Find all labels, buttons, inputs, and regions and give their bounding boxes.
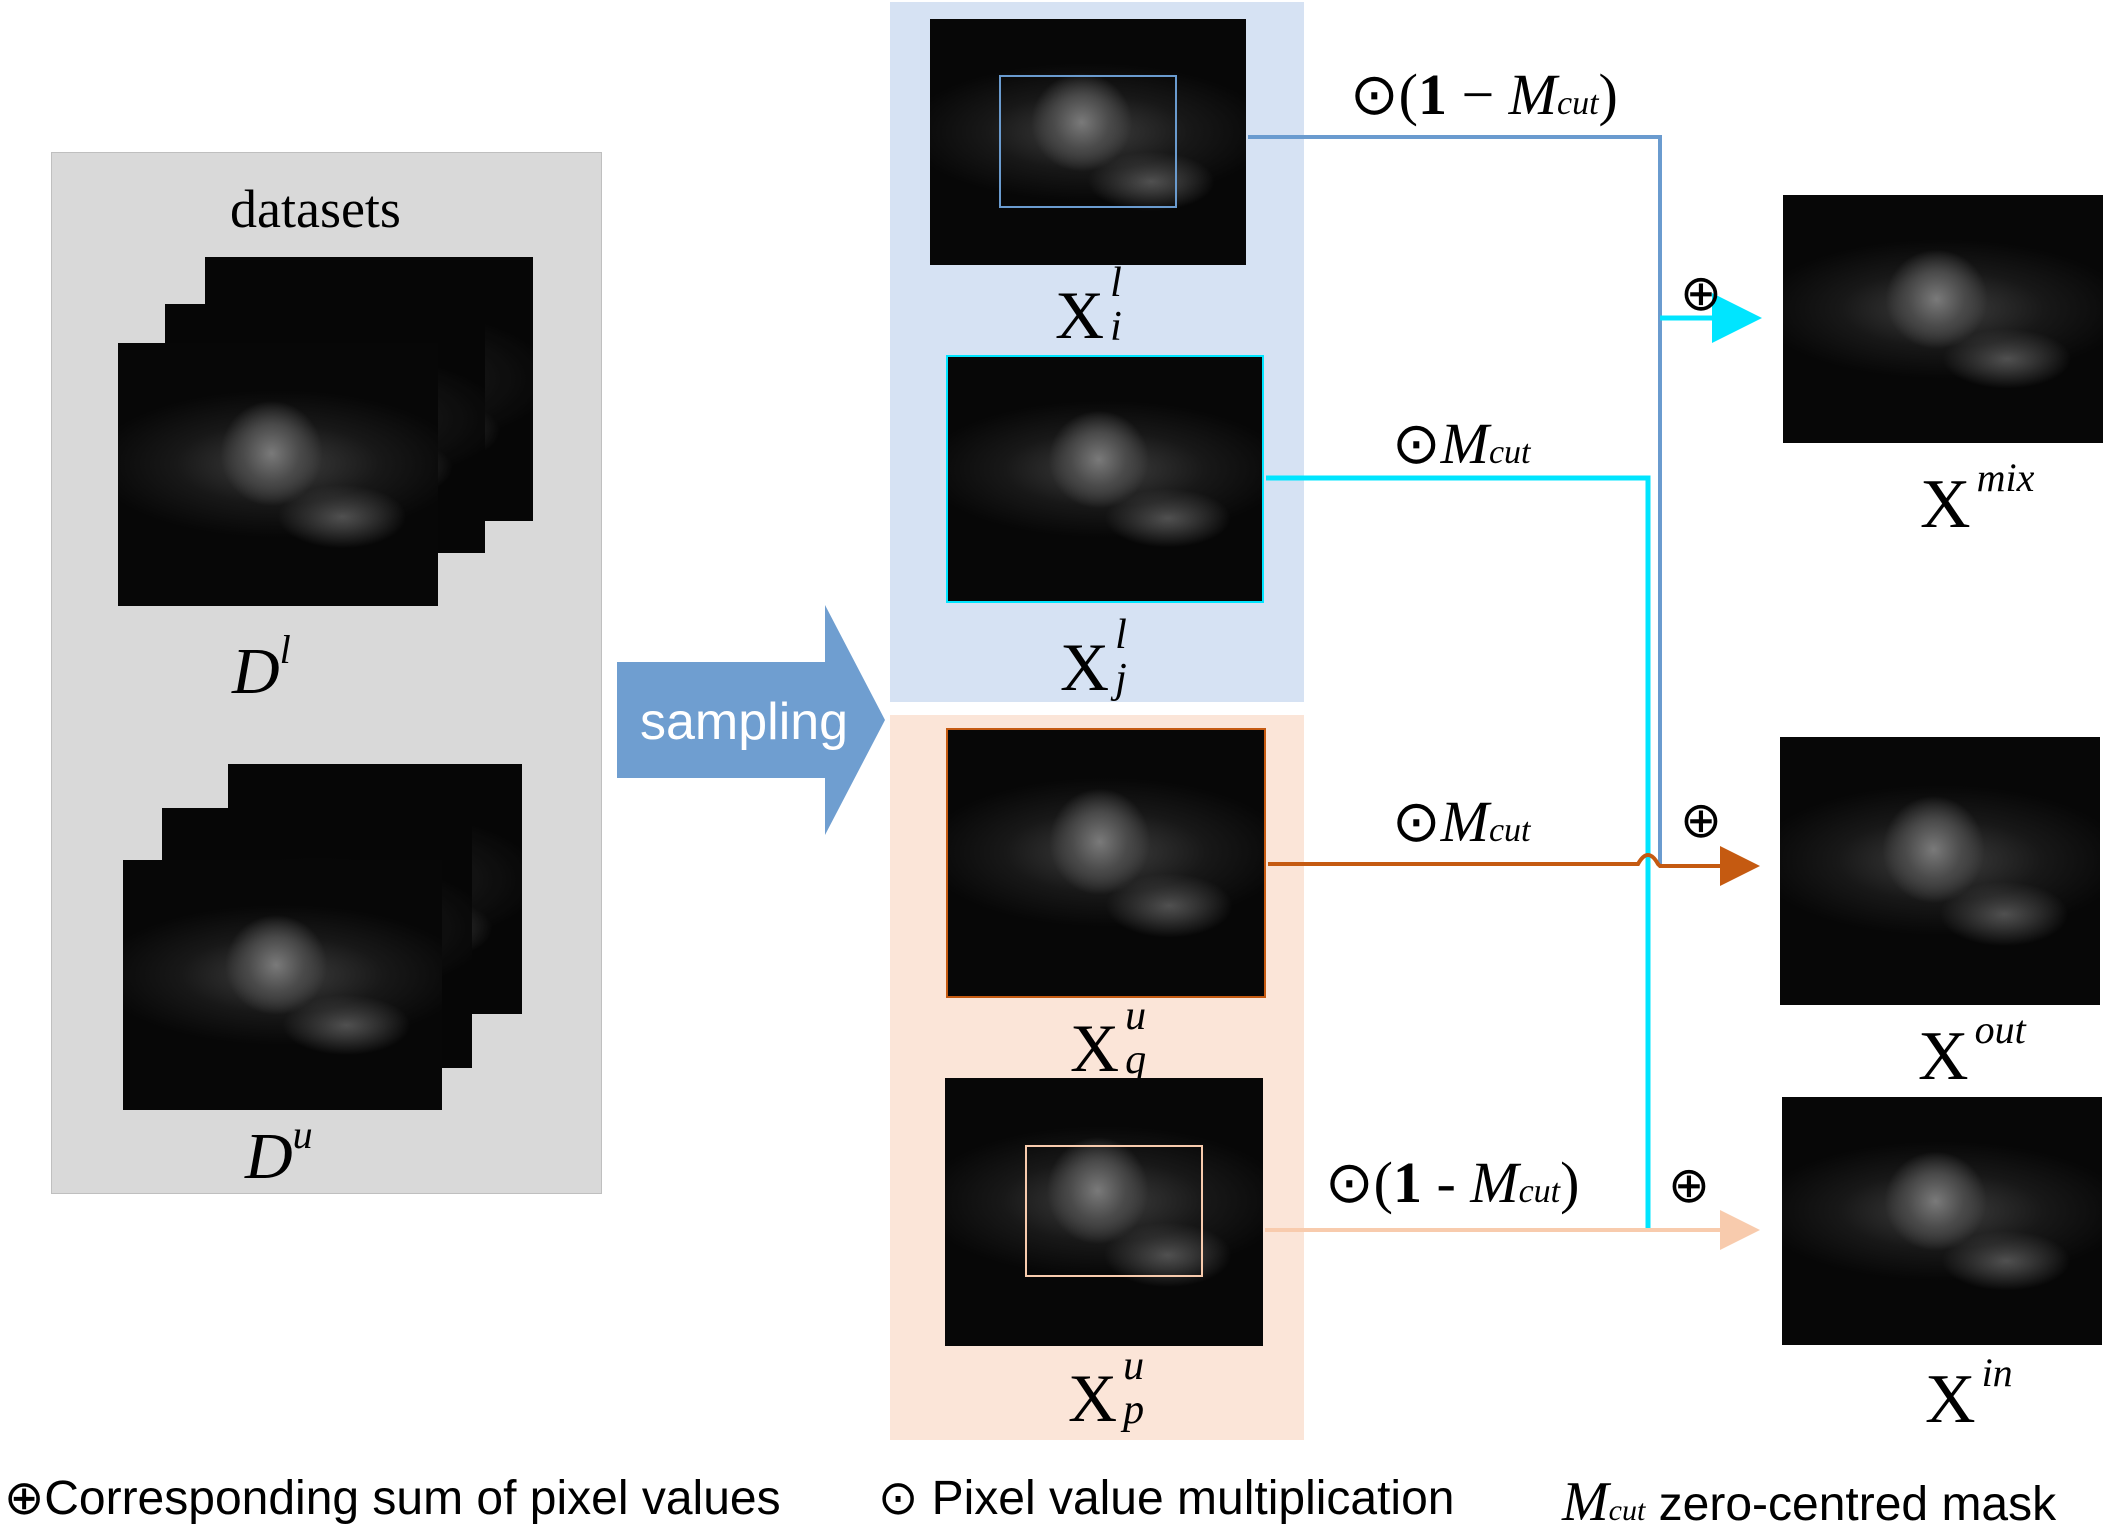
image-X-j-l (946, 355, 1264, 603)
image-X-p-u (945, 1078, 1263, 1346)
op-label-1: ⊙(1 − Mcut) (1350, 62, 1618, 127)
multiply-icon: ⊙ (878, 1470, 919, 1526)
plus-symbol-in: ⊕ (1668, 1157, 1710, 1213)
legend-multiplication: ⊙ Pixel value multiplication (878, 1470, 1455, 1526)
sampling-label: sampling (640, 693, 849, 751)
sampling-arrow (617, 605, 885, 835)
image-X-q-u (946, 728, 1266, 998)
unlabeled-dataset-image-front (123, 860, 442, 1110)
image-X-i-l (930, 19, 1246, 265)
line-X-i-l (1248, 135, 1662, 866)
mask-region-box (999, 75, 1177, 208)
label-D-l: Dl (232, 627, 291, 708)
legend-sum: ⊕Corresponding sum of pixel values (4, 1470, 781, 1526)
label-D-u: Du (245, 1112, 313, 1193)
arrow-to-X-out (1268, 846, 1760, 886)
mask-region-box (1025, 1145, 1203, 1277)
image-X-out (1780, 737, 2100, 1005)
op-label-4: ⊙(1 - Mcut) (1325, 1150, 1580, 1215)
image-X-in (1782, 1097, 2102, 1345)
plus-symbol-out: ⊕ (1680, 792, 1722, 848)
sum-icon: ⊕ (4, 1470, 45, 1526)
image-X-mix (1783, 195, 2103, 443)
legend-mask: Mcut zero-centred mask (1562, 1471, 2057, 1533)
plus-symbol-mix: ⊕ (1680, 265, 1722, 321)
line-X-j-l (1266, 475, 1651, 1230)
labeled-dataset-image-front (118, 343, 438, 606)
datasets-title: datasets (230, 179, 401, 239)
op-label-3: ⊙Mcut (1392, 789, 1531, 854)
op-label-2: ⊙Mcut (1392, 411, 1531, 476)
